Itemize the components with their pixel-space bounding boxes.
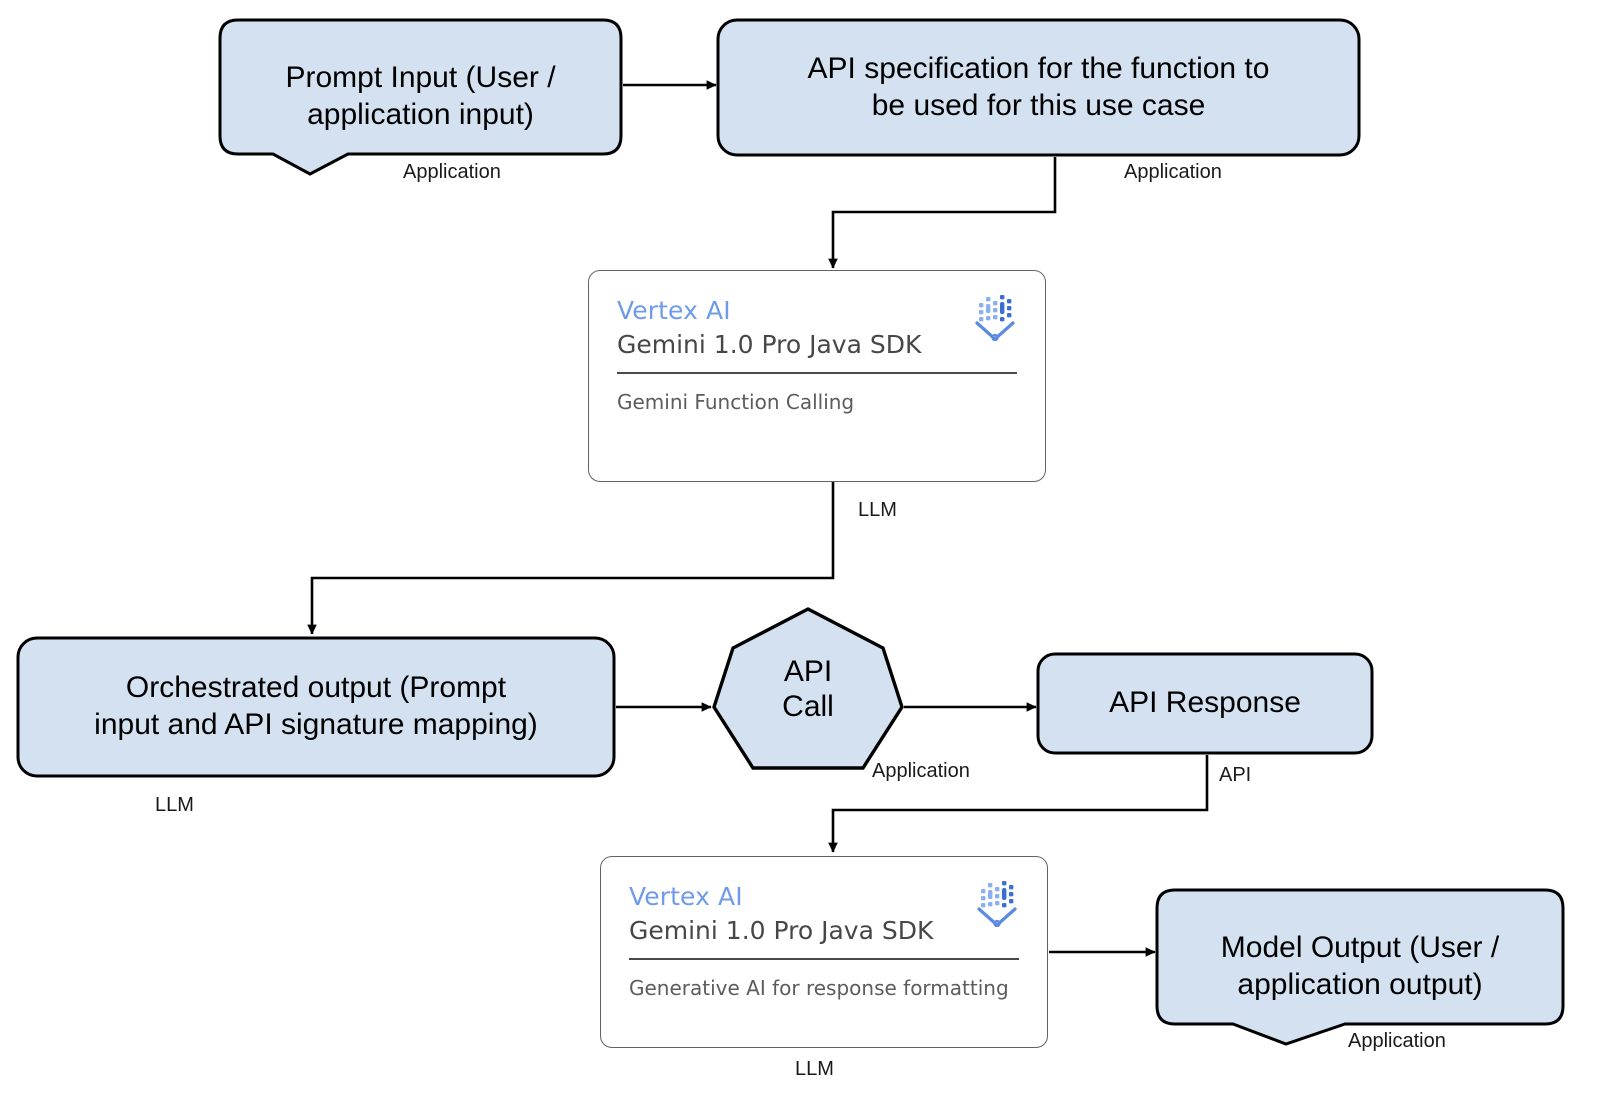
node-api-call[interactable]: API Call [710, 606, 906, 772]
node-api-spec[interactable]: API specification for the function to be… [716, 18, 1361, 157]
api-spec-annotation: Application [1124, 161, 1222, 183]
vertex-ai-icon [975, 295, 1015, 341]
api-spec-label: API specification for the function to be… [807, 51, 1270, 122]
api-call-heptagon-shape [712, 607, 904, 770]
api-spec-rect-shape [716, 18, 1361, 157]
prompt-input-label: Prompt Input (User / application input) [285, 61, 556, 131]
api-response-annotation: API [1219, 764, 1252, 786]
node-model-output[interactable]: Model Output (User / application output) [1155, 888, 1565, 1046]
vertex-ai-bottom-subtitle: Gemini 1.0 Pro Java SDK [629, 916, 934, 945]
model-output-annotation: Application [1348, 1030, 1446, 1052]
api-call-label: API Call [782, 654, 834, 723]
node-vertex-ai-top[interactable]: Vertex AI Gemini 1.0 Pro Java SDK [588, 270, 1046, 482]
model-output-label: Model Output (User / application output) [1220, 931, 1500, 1001]
edge-api-spec-to-vertex-top [828, 157, 1057, 269]
prompt-input-callout-shape [218, 18, 623, 176]
api-response-rect-shape [1036, 652, 1374, 755]
vertex-ai-top-caption: Gemini Function Calling [617, 389, 855, 414]
vertex-ai-bottom-title: Vertex AI [629, 882, 743, 911]
orchestrated-output-rect-shape [16, 636, 616, 778]
orchestrated-output-label: Orchestrated output (Prompt input and AP… [94, 671, 538, 741]
vertex-ai-bottom-divider [629, 957, 1019, 960]
node-prompt-input[interactable]: Prompt Input (User / application input) [218, 18, 623, 176]
api-response-label: API Response [1109, 686, 1301, 720]
vertex-ai-top-title: Vertex AI [617, 296, 731, 325]
node-api-response[interactable]: API Response [1036, 652, 1374, 755]
orchestrated-output-annotation: LLM [155, 794, 194, 816]
node-vertex-ai-bottom[interactable]: Vertex AI Gemini 1.0 Pro Java SDK [600, 856, 1048, 1048]
node-orchestrated-output[interactable]: Orchestrated output (Prompt input and AP… [16, 636, 616, 778]
model-output-callout-shape [1155, 888, 1565, 1046]
vertex-ai-top-divider [617, 371, 1017, 374]
vertex-ai-top-subtitle: Gemini 1.0 Pro Java SDK [617, 330, 922, 359]
api-call-annotation: Application [872, 760, 970, 782]
vertex-ai-bottom-annotation: LLM [795, 1058, 834, 1080]
prompt-input-annotation: Application [403, 161, 501, 183]
vertex-ai-icon [977, 881, 1017, 927]
vertex-ai-top-annotation: LLM [858, 499, 897, 521]
vertex-ai-bottom-caption: Generative AI for response formatting [629, 975, 1009, 1000]
